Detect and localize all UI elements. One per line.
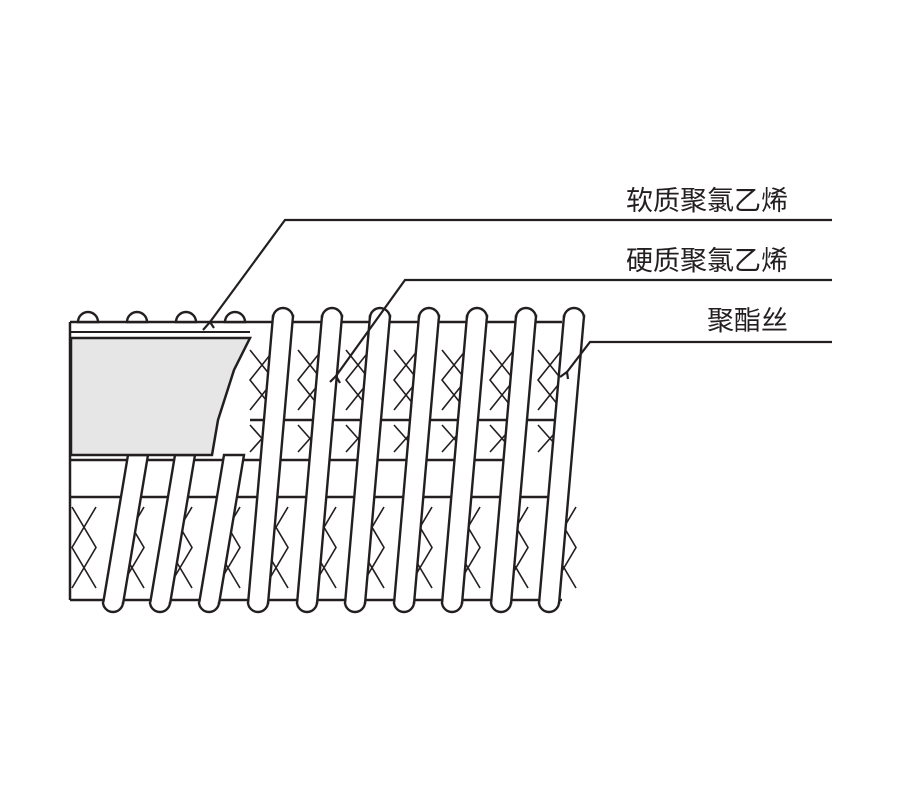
helix-bottom-cap bbox=[537, 601, 561, 614]
helix-bottom-cap bbox=[246, 601, 270, 614]
leader-soft-pvc bbox=[209, 218, 832, 323]
helix-bottom-cap bbox=[392, 601, 416, 614]
helix-bottom-cap bbox=[489, 601, 513, 614]
helix-top-bump bbox=[125, 310, 149, 324]
helix-bottom-cap bbox=[101, 601, 125, 614]
helix-top-bump bbox=[223, 310, 247, 324]
helix-top-cap bbox=[320, 306, 344, 319]
helix-top-cap bbox=[465, 306, 489, 319]
helix-top-bumps bbox=[76, 310, 247, 324]
leader-polyester bbox=[566, 340, 832, 373]
braid-strand bbox=[71, 506, 97, 589]
helix-top-bump bbox=[174, 310, 198, 324]
soft-pvc-cutaway bbox=[69, 331, 253, 457]
helix-bottom-cap bbox=[295, 601, 319, 614]
helix-bottom-cap bbox=[343, 601, 367, 614]
helix-top-cap bbox=[514, 306, 538, 319]
leader-hard-pvc bbox=[335, 278, 832, 377]
helix-top-bump bbox=[76, 310, 100, 324]
label-hard-pvc: 硬质聚氯乙烯 bbox=[626, 246, 788, 277]
callouts bbox=[202, 218, 832, 384]
helix-bottom-cap bbox=[440, 601, 464, 614]
helix-top-cap bbox=[562, 306, 586, 319]
arrowhead-soft-pvc bbox=[202, 320, 215, 331]
label-soft-pvc: 软质聚氯乙烯 bbox=[626, 186, 788, 217]
helix-strand bbox=[101, 453, 150, 605]
helix-bottom-cap bbox=[148, 601, 172, 614]
soft-pvc-cutaway-panel bbox=[69, 336, 253, 457]
arrowhead-polyester bbox=[559, 370, 570, 380]
label-polyester: 聚酯丝 bbox=[707, 306, 788, 337]
helix-top-cap bbox=[271, 306, 295, 319]
helix-top-cap bbox=[417, 306, 441, 319]
arrowhead-hard-pvc bbox=[329, 374, 341, 384]
helix-strand bbox=[197, 453, 246, 605]
helix-bottom-cap bbox=[197, 601, 221, 614]
rigid-pvc-helix bbox=[101, 306, 586, 614]
